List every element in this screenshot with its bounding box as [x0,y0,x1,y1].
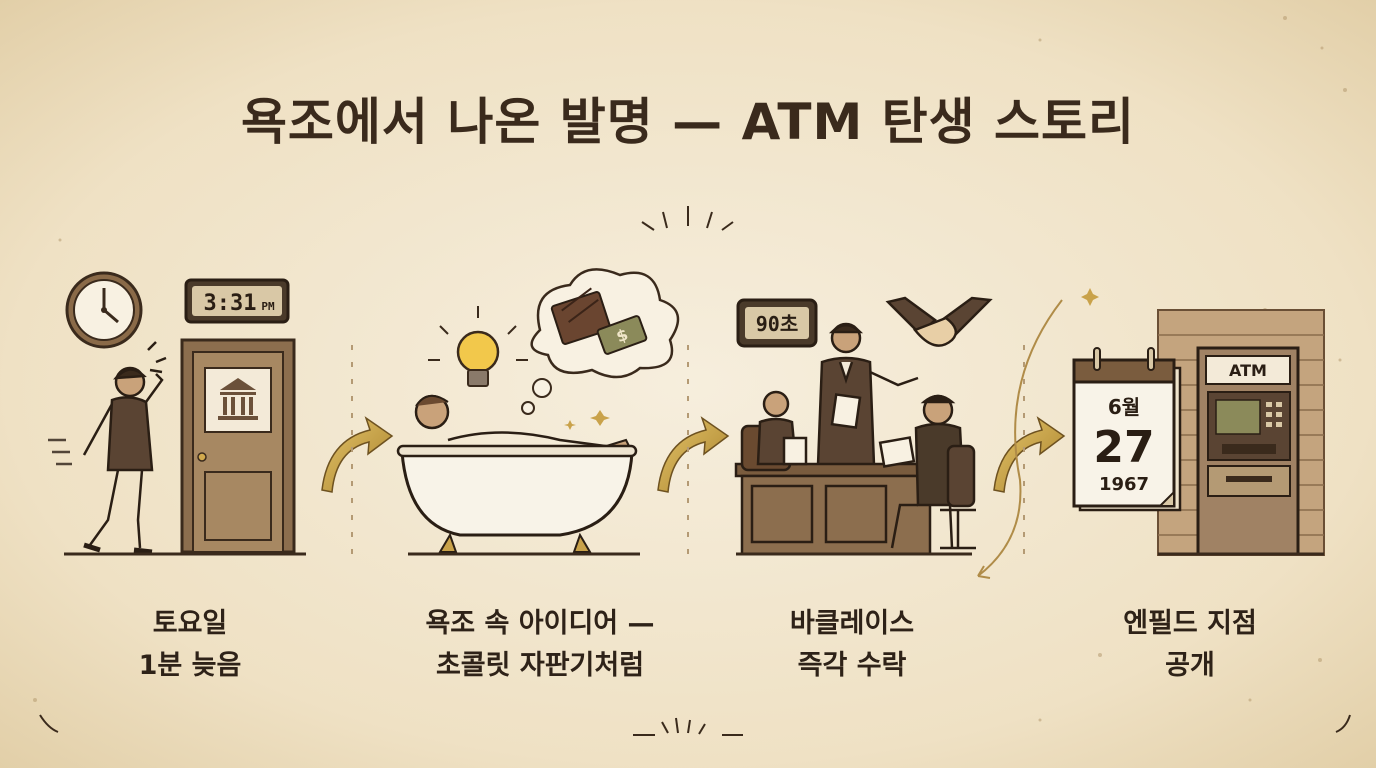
loop-arc [977,299,1063,577]
digital-clock-suffix: PM [261,300,275,313]
standing-banker [816,322,919,467]
step3-caption: 바클레이스 즉각 수락 [702,603,1002,687]
step4-line2: 공개 [1165,650,1215,681]
step2-illustration: $ [396,268,680,556]
step1-line2: 1분 늦음 [138,650,242,681]
timer-display: 90초 [736,298,818,348]
handshake-icon [885,296,993,347]
step3-line2: 즉각 수락 [797,650,907,681]
step4-caption: 엔필드 지점 공개 [1040,603,1340,687]
page-title: 욕조에서 나온 발명 — ATM 탄생 스토리 [240,93,1136,151]
money-icon: $ [596,315,648,355]
sparkle [1081,288,1099,306]
step2-line1: 욕조 속 아이디어 — [425,608,655,639]
late-man [48,341,167,555]
digital-clock-time: 3:31 [204,291,257,316]
calendar: 6월 27 1967 [1072,347,1182,512]
lightbulb-icon [428,306,610,430]
calendar-day: 27 [1093,422,1154,473]
calendar-month: 6월 [1108,395,1140,419]
seated-banker [740,390,808,472]
step4-illustration: ATM 6월 27 1967 [1072,309,1325,556]
bank-door [180,338,296,554]
timer-text: 90초 [756,312,798,336]
step2-caption: 욕조 속 아이디어 — 초콜릿 자판기처럼 [370,603,710,687]
arrow-icon-3 [993,416,1066,493]
step1-illustration: 3:31 PM [48,271,306,556]
step3-illustration: 90초 [734,296,993,556]
bank-icon [218,378,258,420]
step3-line1: 바클레이스 [789,608,915,639]
chocolate-icon [550,287,612,345]
visitor [878,394,976,550]
arrow-icon-1 [321,416,394,493]
atm-label: ATM [1229,361,1267,380]
bank-desk [734,462,938,556]
step1-caption: 토요일 1분 늦음 [40,603,340,687]
bathtub [396,394,638,553]
atm-machine: ATM [1196,346,1300,556]
background-specks [33,16,1347,722]
corner-flourishes [39,206,1351,736]
step2-line2: 초콜릿 자판기처럼 [435,650,645,681]
thought-cloud: $ [521,268,680,415]
step4-line1: 엔필드 지점 [1123,608,1257,639]
digital-clock: 3:31 PM [184,278,290,324]
wall-clock-icon [65,271,143,349]
step1-line1: 토요일 [152,608,228,639]
arrow-icon-2 [657,416,730,493]
calendar-year: 1967 [1099,474,1149,495]
